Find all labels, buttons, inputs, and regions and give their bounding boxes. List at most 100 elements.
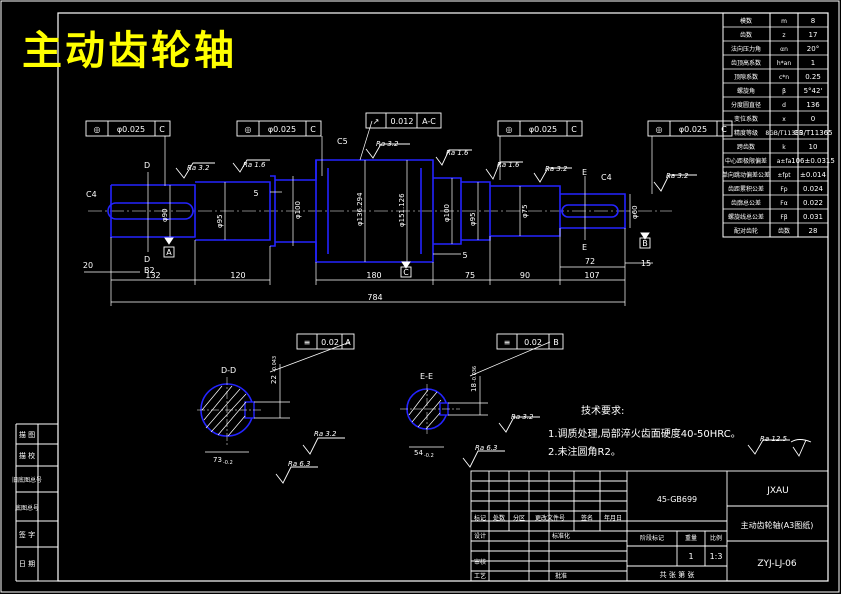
section-dd	[197, 377, 262, 445]
dim-text: 132	[145, 271, 160, 280]
param-name: 顶隙系数	[734, 73, 758, 81]
dim-text: 20	[83, 261, 93, 270]
param-symbol: a±fa	[777, 158, 792, 165]
tb-process: 工艺	[474, 572, 486, 580]
param-name: 法向压力角	[731, 45, 761, 53]
dim-text: φ151.126	[398, 193, 406, 227]
datum-label: C	[403, 268, 409, 277]
tol-datum: A-C	[422, 117, 436, 126]
param-name: 分度圆直径	[731, 101, 761, 109]
param-symbol: Fβ	[780, 214, 787, 221]
roughness-label: Ra 12.5	[760, 435, 788, 443]
tol-symbol: ≡	[304, 338, 311, 347]
dim-text: 90	[520, 271, 530, 280]
tb-sheets: 共 张 第 张	[660, 570, 695, 579]
section-label: E	[582, 168, 587, 177]
tb-design: 设计	[474, 532, 486, 540]
roughness-label: Ra 3.2	[666, 172, 689, 180]
tol-symbol: ≡	[504, 338, 511, 347]
dim-text: 120	[230, 271, 245, 280]
dim-text: 72	[585, 257, 595, 266]
roughness-symbols	[175, 143, 812, 484]
tb-weight: 重量	[685, 534, 697, 542]
dim-text: 180	[366, 271, 381, 280]
tol-symbol: ◎	[506, 125, 513, 134]
roughness-label: Ra 3.2	[376, 140, 399, 148]
tb-col-header: 年月日	[604, 514, 622, 522]
section-title: D-D	[221, 366, 236, 375]
tb-col-header: 更改文件号	[535, 514, 565, 522]
param-value: 17	[809, 31, 818, 39]
tb-scale: 1:3	[710, 552, 723, 561]
datum-label: B	[642, 239, 648, 248]
param-value: GB/T11365	[793, 129, 832, 137]
tol-datum: B	[553, 338, 559, 347]
tol-datum: C	[159, 125, 165, 134]
param-symbol: Fp	[780, 186, 787, 193]
section-label: D	[144, 255, 150, 264]
param-value: 0.031	[803, 213, 823, 221]
param-value: 0.25	[805, 73, 821, 81]
tol-value: 0.012	[391, 117, 414, 126]
tol-datum: C	[571, 125, 577, 134]
dim-text: φ60	[631, 205, 639, 219]
drawing-frame	[57, 12, 829, 582]
tol-symbol: ↗	[373, 117, 380, 126]
strip-label: 旧底图总号	[12, 476, 42, 484]
param-name: 跨齿数	[737, 143, 755, 151]
param-name: 齿距累积公差	[728, 185, 764, 193]
param-value: 106±0.0315	[791, 157, 835, 165]
tol-value: 0.02	[321, 338, 339, 347]
dim-text: 54	[414, 449, 423, 457]
dim-text: φ136.294	[356, 192, 364, 226]
tb-drawing-name: 主动齿轮轴(A3图纸)	[741, 520, 814, 530]
tech-req-line: 1.调质处理,局部淬火齿面硬度40-50HRC。	[548, 427, 741, 440]
section-title: E-E	[420, 372, 433, 381]
tol-datum: A	[345, 338, 351, 347]
section-label: B2	[144, 266, 155, 275]
param-symbol: αn	[780, 46, 788, 53]
tb-standardize: 标准化	[552, 532, 570, 540]
tb-stage: 阶段标记	[640, 534, 664, 542]
tol-value: 0.02	[524, 338, 542, 347]
dim-text: 22	[270, 375, 278, 384]
param-value: 8	[811, 17, 815, 25]
dim-text: 75	[465, 271, 475, 280]
dim-text: φ100	[294, 201, 302, 219]
dim-text: φ100	[443, 204, 451, 222]
roughness-label: Ra 3.2	[545, 165, 568, 173]
dim-text: φ90	[161, 208, 169, 222]
dim-text: 5	[462, 251, 467, 260]
tb-qty: 1	[688, 552, 693, 561]
strip-label: 描 图	[19, 430, 35, 439]
chamfer-label: C4	[601, 173, 612, 182]
param-value: 0.024	[803, 185, 824, 193]
dim-text: φ75	[521, 204, 529, 218]
chamfer-label: C5	[337, 137, 348, 146]
tolerance-frames	[85, 112, 733, 350]
tb-review: 审核	[474, 558, 486, 566]
param-name: 中心距极限偏差	[725, 157, 767, 165]
dim-text: 107	[584, 271, 599, 280]
tol-value: φ0.025	[679, 125, 707, 134]
tb-col-header: 处数	[493, 514, 505, 522]
tb-scale-label: 比例	[710, 534, 722, 542]
section-ee	[400, 384, 460, 436]
tol-symbol: ◎	[94, 125, 101, 134]
section-label: D	[144, 161, 150, 170]
section-label: E	[582, 243, 587, 252]
param-name: 精度等级	[734, 129, 758, 137]
tb-drawing-no: ZYJ-LJ-06	[757, 559, 797, 569]
roughness-label: Ra 1.6	[497, 161, 520, 169]
tol-value: φ0.025	[529, 125, 557, 134]
param-value: 0	[811, 115, 815, 123]
param-symbol: Fα	[780, 200, 787, 207]
param-symbol: m	[781, 18, 787, 25]
param-value: 28	[809, 227, 818, 235]
tech-req-line: 2.未注圆角R2。	[548, 445, 621, 458]
param-symbol: d	[782, 102, 786, 109]
tb-col-header: 签名	[581, 514, 593, 522]
left-strip: 描 图 描 校 旧底图总号 底图总号 签 字 日 期	[12, 423, 58, 582]
